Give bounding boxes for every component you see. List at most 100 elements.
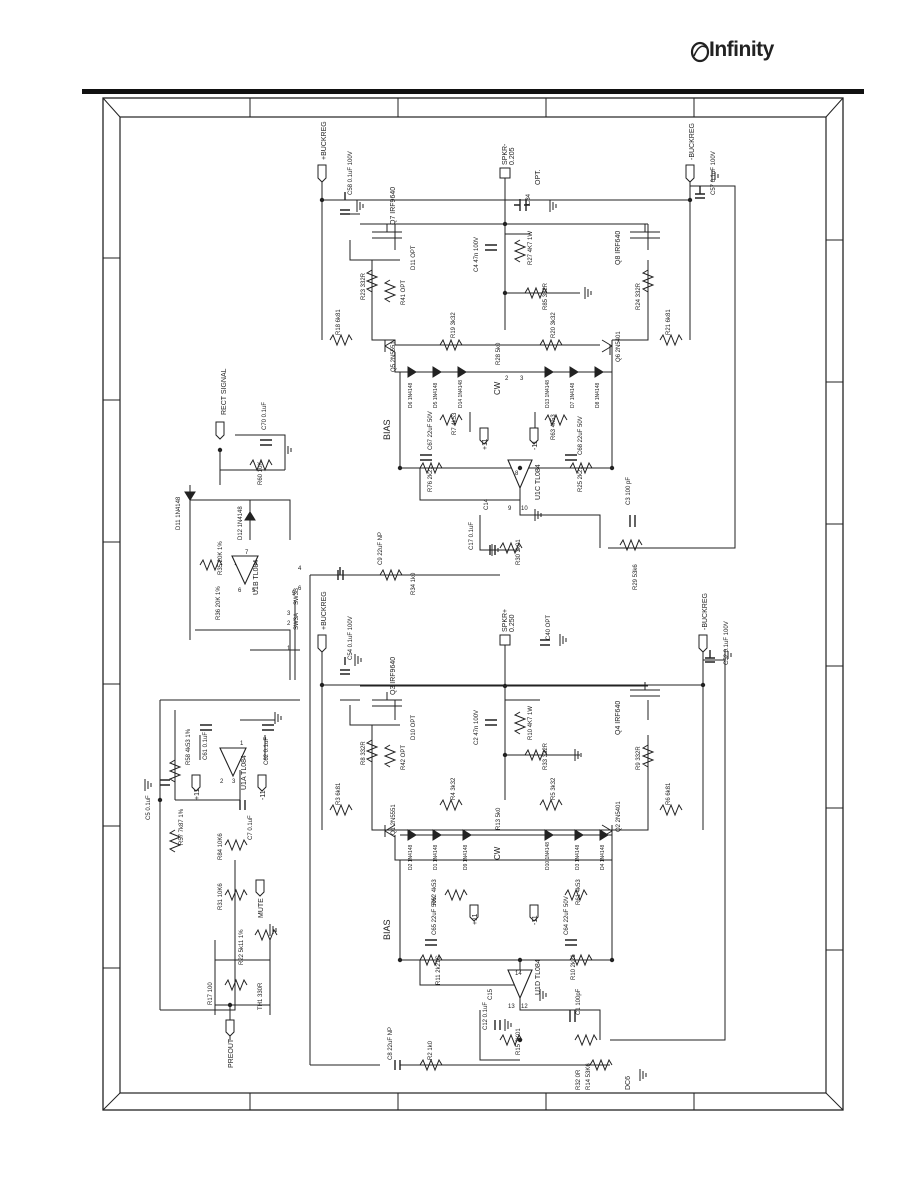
part-r35: R35 20K 1%	[218, 541, 224, 575]
part-r15: R15 3K01	[516, 1028, 522, 1055]
part-r8: R8 332R	[361, 741, 367, 765]
part-c65: C65 22uF 50V	[432, 896, 438, 935]
part-r58: R58 4k53 1%	[186, 728, 192, 765]
part-r29: R29 53k6	[633, 564, 639, 590]
pin-number: 3	[232, 779, 236, 785]
capacitors	[160, 186, 715, 1070]
part-r10: R10 4K7 1W	[528, 706, 534, 740]
part-r27: R27 4K7 1W	[528, 231, 534, 265]
part-u1b: U1B TL084	[253, 560, 260, 595]
part-sw3a: SW3A	[294, 613, 300, 630]
part-r34: R34 1k0	[411, 572, 417, 595]
diode-label-top: D5 1N4148	[433, 382, 439, 408]
pin-number: 6	[238, 588, 242, 594]
transistors	[372, 224, 660, 838]
pin-numbers: 9 10 8 13 12 14 6 5 7 2 3 1 2 3 2 3 1 5 …	[220, 376, 528, 1010]
pin-number: 6	[298, 586, 302, 592]
part-c7: C7 0.1uF	[248, 815, 254, 840]
part-c12: C12 0.1uF	[483, 1002, 489, 1030]
diode-label-bottom: D10 1N4148	[545, 842, 551, 870]
pin-number: 2	[287, 621, 291, 627]
pin-number: 2	[220, 779, 224, 785]
part-r4: R4 3k32	[451, 777, 457, 800]
part-r60: R60 10K	[258, 462, 264, 485]
label-buckreg-neg-upper: -BUCKREG	[689, 123, 696, 160]
label-spkr-pos: SPKR+	[502, 609, 509, 632]
part-r36: R36 20K 1%	[216, 586, 222, 620]
part-r13: R13 5k0	[496, 807, 502, 830]
part-q3: Q3 IRF9640	[390, 657, 397, 695]
part-c67: C67 22uF 50V	[428, 411, 434, 450]
part-c58: C58 0.1uF 100V	[348, 151, 354, 195]
part-r85: R85 332R	[543, 282, 549, 310]
part-q4: Q4 IRF640	[615, 701, 622, 735]
part-r17: R17 100	[208, 982, 214, 1005]
diode-label-top: D14 1N4148	[458, 380, 464, 408]
connectors	[191, 164, 708, 1037]
label-buckreg-pos-lower: +BUCKREG	[321, 591, 328, 630]
part-c40: C40 OPT	[546, 615, 552, 640]
pin-number: 1	[287, 646, 291, 652]
pin-number: 9	[508, 506, 512, 512]
label-buckreg-pos-upper: +BUCKREG	[321, 121, 328, 160]
part-r21: R21 6k81	[666, 309, 672, 335]
label-bias-lower: BIAS	[382, 919, 392, 940]
part-r2: R2 1k0	[428, 1040, 434, 1060]
part-d10b: D10 OPT	[411, 715, 417, 740]
pin-number: 1	[240, 741, 244, 747]
pin-number: 5	[252, 588, 256, 594]
part-r31: R31 10K6	[218, 883, 224, 910]
part-c70: C70 0.1uF	[262, 402, 268, 430]
pin-number: 8	[515, 471, 519, 477]
part-c62: C62 0.1uF	[264, 737, 270, 765]
part-u1a: U1A TL084	[241, 755, 248, 790]
label-spkr-neg: SPKR-	[502, 143, 509, 165]
part-r24: R24 332R	[636, 282, 642, 310]
part-c54: C54 0.1uF 100V	[348, 616, 354, 660]
part-c5: C5 0.1uF	[146, 795, 152, 820]
part-r63: R63 4k53	[551, 414, 557, 440]
label-preout: PREOUT	[228, 1038, 235, 1068]
wires	[159, 175, 736, 1066]
label-plus11-c: +11	[194, 789, 201, 800]
pin-number: 7	[245, 550, 249, 556]
part-c4: C4 47n 100V	[474, 237, 480, 272]
part-c1: C1 100pF	[576, 988, 582, 1015]
pin-number: 14	[515, 971, 522, 977]
pin-number: 3	[287, 611, 291, 617]
label-spkr-neg-val: 0.205	[509, 147, 516, 165]
diode-label-bottom: D2 1N4148	[408, 844, 414, 870]
part-q2: Q2 2N5401	[616, 801, 622, 832]
part-r41: R41 OPT	[401, 280, 407, 305]
part-r30: R30 3k01	[516, 539, 522, 565]
brand-name: Infinity	[709, 38, 774, 61]
part-d11: D11 1N4148	[176, 496, 182, 530]
diode-label-bottom: D4 1N4148	[600, 844, 606, 870]
diode-label-bottom: D1 1N4148	[433, 844, 439, 870]
part-r7: R7 4k53	[452, 412, 458, 435]
label-minus11-c: -11	[260, 790, 267, 800]
header-rule	[82, 89, 864, 94]
infinity-logo-icon	[690, 41, 710, 63]
part-c15: C15	[488, 988, 494, 1000]
part-r11: R11 2k21C	[436, 955, 442, 985]
op-amps	[219, 459, 533, 1000]
pin-number: 12	[521, 1004, 528, 1010]
label-spkr-pos-val: 0.250	[509, 614, 516, 632]
part-r14: R14 53K6	[586, 1063, 592, 1090]
label-cw-lower: CW	[493, 846, 502, 860]
part-c61: C61 0.1uF	[203, 732, 209, 760]
part-r25: R25 2k21	[578, 466, 584, 492]
diode-labels: D6 1N4148 D5 1N4148 D14 1N4148 D13 1N414…	[408, 380, 606, 870]
pin-number: 2	[505, 376, 509, 382]
part-r22: R22 5k11 1%	[239, 929, 245, 965]
part-d12: D12 1N4148	[238, 506, 244, 540]
part-q1: Q1 2N5551	[391, 804, 397, 835]
part-c17: C17 0.1uF	[469, 522, 475, 550]
label-bias-upper: BIAS	[382, 419, 392, 440]
pin-number: 5	[292, 591, 296, 597]
part-c8: C8 22uF NP	[388, 1027, 394, 1060]
part-th1: TH1 330R	[258, 982, 264, 1010]
diode-label-bottom: D9 1N4148	[463, 844, 469, 870]
part-r28: R28 5k0	[496, 342, 502, 365]
